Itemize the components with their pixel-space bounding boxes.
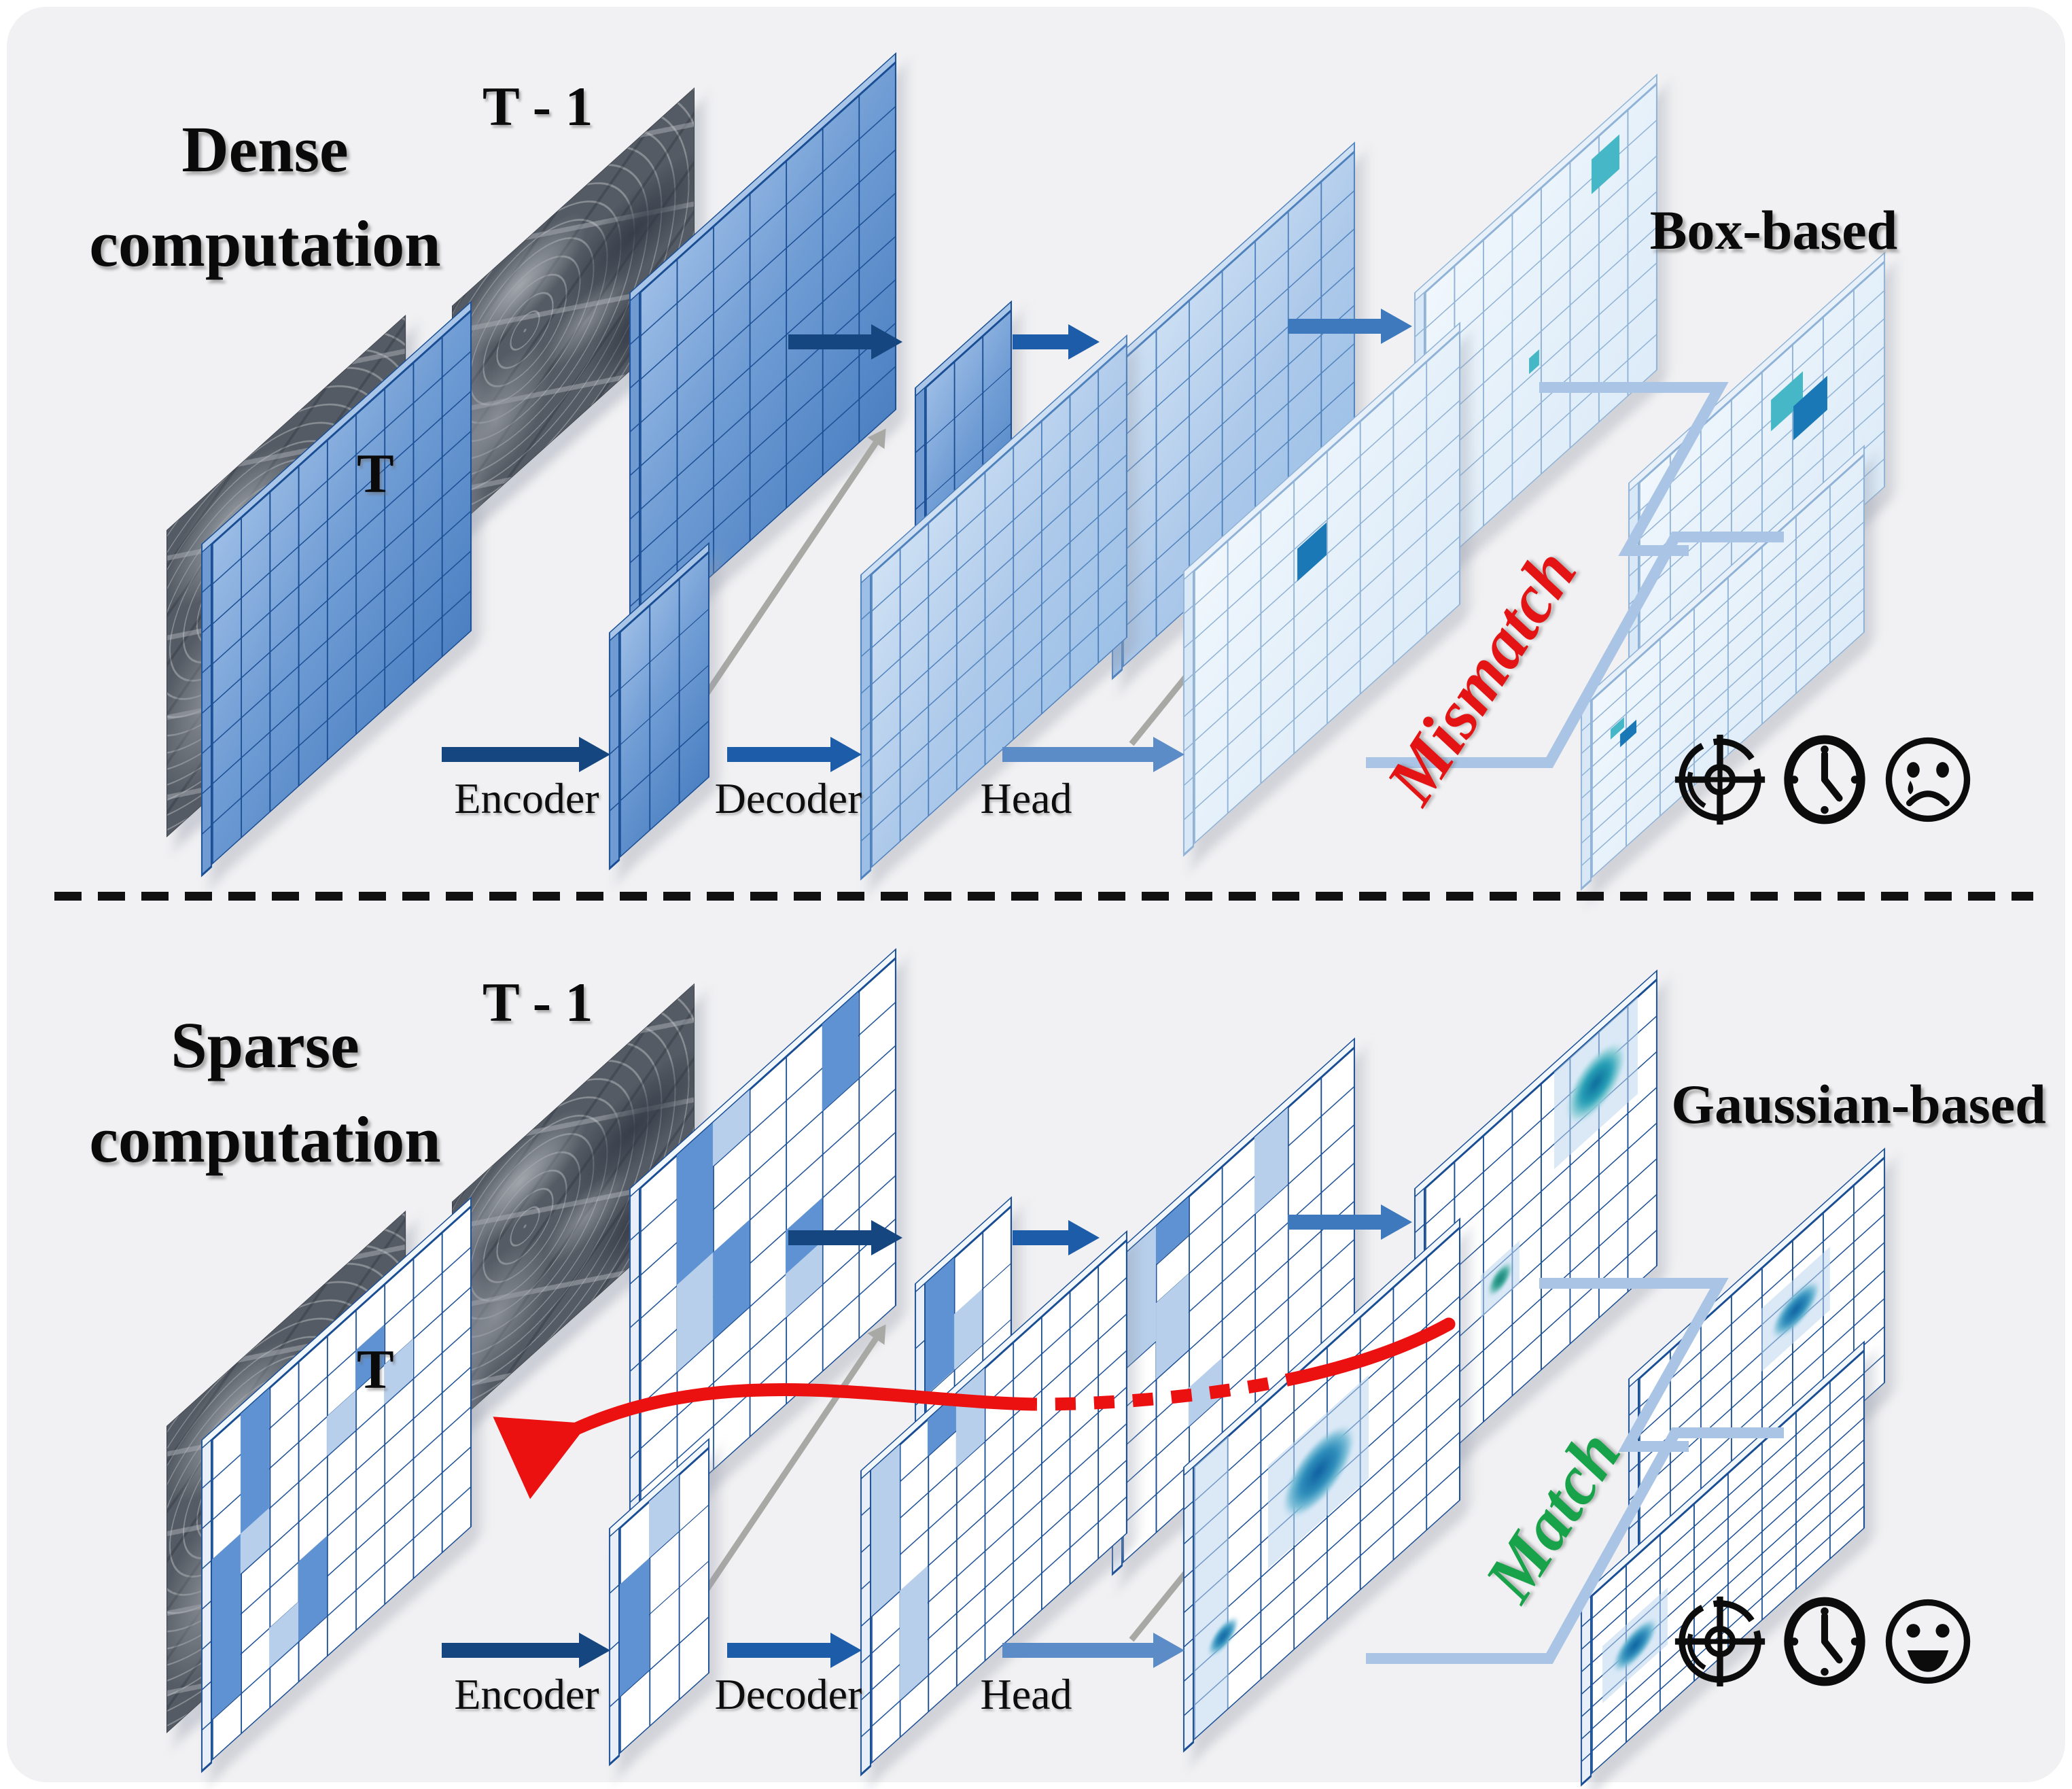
active-cell-light: [1189, 1358, 1222, 1427]
active-cell-light: [1155, 1273, 1189, 1380]
title-line-2: computation: [89, 1103, 441, 1177]
output-type-label: Box-based: [1649, 199, 1898, 261]
frame-label-t-1: T - 1: [482, 971, 593, 1033]
head-to-output-arrow: [1002, 747, 1155, 762]
gaussian-blob: [1559, 1012, 1633, 1153]
predicted-box-cell-small: [1529, 349, 1540, 375]
active-cell: [822, 991, 859, 1111]
active-cell: [713, 1219, 750, 1340]
title-line-1: Sparse: [171, 1009, 359, 1081]
pipeline-title: Dense computation: [48, 102, 482, 291]
frame-label-t-1: T - 1: [482, 75, 593, 137]
active-cell-light: [955, 1368, 985, 1467]
active-cell: [212, 1533, 241, 1720]
title-line-2: computation: [89, 207, 441, 281]
title-line-1: Dense: [181, 113, 349, 186]
head-to-output-arrow: [1288, 1215, 1382, 1230]
encoder-to-decoder-arrow: [442, 747, 580, 762]
predicted-box-cell: [1591, 135, 1619, 194]
decoder-to-head-arrow: [727, 747, 832, 762]
stage-label-decoder: Decoder: [714, 774, 862, 822]
head-to-output-arrow: [1002, 1643, 1155, 1658]
active-cell: [298, 1535, 327, 1642]
encoder-to-decoder-arrow: [442, 1643, 580, 1658]
decoder-to-head-arrow: [1013, 334, 1070, 349]
groundtruth-box-cell: [1297, 522, 1327, 582]
active-cell-light: [269, 1601, 298, 1668]
pipeline-title: Sparse computation: [48, 998, 482, 1187]
gaussian-blob: [1274, 1390, 1364, 1553]
stage-label-encoder: Encoder: [454, 774, 599, 822]
frame-label-t: T: [357, 442, 394, 504]
target-icon: [1673, 729, 1767, 831]
stage-label-head: Head: [980, 774, 1072, 822]
stage-label-decoder: Decoder: [714, 1670, 862, 1718]
encoder-to-decoder-arrow: [788, 1230, 873, 1245]
active-cell-light: [953, 1288, 983, 1370]
active-cell: [926, 1257, 954, 1396]
active-cell: [1155, 1196, 1189, 1265]
active-cell-light: [713, 1090, 750, 1166]
active-cell-light: [1123, 1226, 1156, 1371]
decoder-to-head-arrow: [727, 1643, 832, 1658]
active-cell-light: [649, 1475, 679, 1558]
stage-label-encoder: Encoder: [454, 1670, 599, 1718]
clock-icon: [1778, 729, 1872, 831]
active-cell-light: [871, 1444, 900, 1617]
active-cell-light: [899, 1565, 928, 1701]
decoder-to-head-arrow: [1013, 1230, 1070, 1245]
figure-canvas: Dense computation T - 1 T Encoder Decode…: [7, 7, 2065, 1782]
active-cell-light: [1254, 1107, 1288, 1214]
happy-face-icon: [1881, 1591, 1975, 1692]
stage-label-head: Head: [980, 1670, 1072, 1718]
head-to-output-arrow: [1288, 319, 1382, 334]
clock-icon: [1778, 1591, 1872, 1692]
target-icon: [1673, 1591, 1767, 1692]
encoder-to-decoder-arrow: [788, 334, 873, 349]
active-cell-light: [326, 1390, 356, 1457]
output-type-label: Gaussian-based: [1671, 1073, 2046, 1135]
sad-face-icon: [1881, 729, 1975, 831]
frame-label-t: T: [357, 1338, 394, 1400]
highlight-band: [1194, 1436, 1229, 1739]
section-divider-dashed: [54, 892, 2033, 901]
dense-pipeline: Dense computation T - 1 T Encoder Decode…: [7, 7, 2065, 1782]
